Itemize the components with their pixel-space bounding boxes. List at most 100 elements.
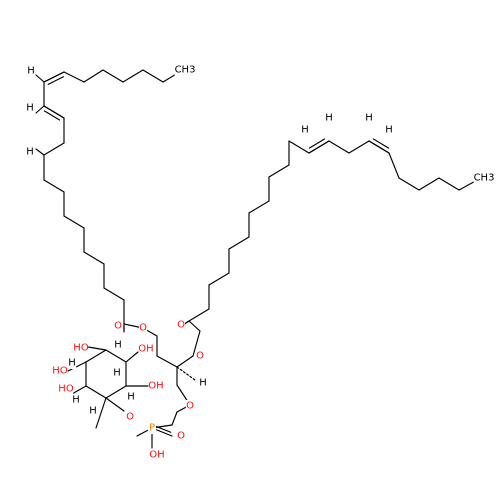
atom-label-ch3-chainA: CH3 — [175, 64, 195, 76]
bond-chain-sn1 — [43, 179, 65, 193]
atom-label-h-chainA-2: H — [25, 102, 35, 114]
atom-label-h-chainA-3: H — [25, 146, 35, 158]
bond-chain-sn1 — [63, 71, 85, 83]
bond-p-o-double-inner — [154, 425, 172, 433]
atom-text-h-chainA-1: H — [27, 66, 35, 77]
bond-ring-ho-4 — [71, 385, 87, 395]
atom-label-ho-ring-4: HO — [58, 383, 74, 395]
bond-chain-sn1 — [83, 251, 105, 265]
bond-inositol-ring — [105, 385, 127, 399]
bond-chain-sn2 — [388, 152, 400, 179]
atom-label-h-chainB-2: H — [324, 112, 334, 124]
atom-text-h-chainA-2: H — [26, 103, 34, 114]
bond-chain-sn1 — [103, 287, 125, 301]
atom-text-h-ring-1: H — [114, 340, 122, 351]
atom-text-o-carbonyl-B: O — [177, 320, 185, 331]
atom-text-h-chainA-3: H — [26, 147, 34, 158]
atom-label-h-chainB-1: H — [300, 124, 310, 136]
bond-chain-sn2 — [228, 236, 250, 250]
bond-inositol-ring — [105, 349, 127, 363]
bond-chain-sn2 — [188, 308, 210, 322]
bond-chain-sn2 — [438, 177, 460, 191]
bond-chain-sn2 — [268, 164, 290, 178]
atom-text-ho-ring-1: HO — [73, 343, 89, 354]
bond-glycerol-h — [176, 366, 196, 381]
atom-text-h-ring-2: H — [113, 368, 121, 379]
atom-label-ho-ring-1: HO — [73, 342, 89, 354]
double-bond-sn1-b-inner — [43, 110, 61, 121]
bond-inositol-ring — [85, 349, 107, 363]
atom-label-h-ring-3: H — [126, 391, 136, 403]
atom-label-oh-ring-3: OH — [148, 380, 164, 392]
atom-label-h-ring-5: H — [67, 357, 77, 369]
bond-inositol-ring — [85, 385, 107, 399]
double-bond-sn1-b — [43, 105, 65, 119]
atom-label-o-carbonyl-B: O — [176, 319, 186, 331]
atom-text-h-chainB-2: H — [325, 113, 333, 124]
double-bond-sn1-a — [43, 71, 65, 83]
bond-chain-sn2 — [248, 200, 270, 214]
atom-text-o-ester-A: O — [139, 323, 147, 334]
atom-label-h-chainA-1: H — [26, 65, 36, 77]
atom-text-o-phosphate-double: O — [177, 431, 185, 442]
atom-text-oh-ring-2: OH — [138, 344, 153, 355]
atom-label-oh-phosphate: OH — [149, 449, 165, 461]
atom-text-h-ring-4: H — [72, 395, 80, 406]
double-bond-sn1-a-inner — [47, 76, 64, 85]
atom-label-o-phosphate-ring: O — [125, 411, 135, 423]
bond-h-chainA-1 — [35, 74, 45, 83]
atom-text-h-chainB-3: H — [365, 113, 373, 124]
bond-chain-sn2 — [328, 140, 350, 154]
bond-ring-oh-2 — [125, 351, 139, 363]
atom-label-h-ring-6: H — [88, 405, 98, 417]
bond-chain-sn1 — [63, 215, 85, 229]
bond-ring-ho-1 — [87, 346, 107, 351]
atom-label-h-glycerol: H — [198, 377, 208, 389]
bond-ring-ho-5 — [67, 361, 87, 372]
bond-ester-B — [192, 330, 201, 357]
atom-label-o-glycerol-3: O — [185, 400, 195, 412]
atom-label-o-ester-B: O — [195, 350, 205, 362]
atom-text-o-glycerol-3: O — [186, 401, 194, 412]
bond-h-chainA-3 — [35, 148, 45, 156]
atom-label-oh-ring-2: OH — [138, 343, 154, 355]
atom-text-h-ring-3: H — [127, 392, 135, 403]
atom-label-h-ring-1: H — [113, 339, 123, 351]
double-bond-sn2-b-inner — [308, 138, 326, 149]
bond-h-chainA-2 — [35, 105, 45, 114]
double-bond-sn2-a-inner — [372, 138, 390, 149]
atom-text-ho-ring-5: HO — [52, 366, 68, 377]
atom-text-o-ester-B: O — [196, 351, 204, 362]
bond-chain-sn2 — [398, 177, 420, 191]
bond-chain-sn2 — [288, 140, 310, 154]
atom-label-h-ring-2: H — [112, 367, 122, 379]
atom-label-p-phosphate: P — [147, 422, 157, 434]
atom-label-o-carbonyl-A: O — [113, 320, 123, 332]
atom-label-ch3-chainB: CH3 — [474, 172, 494, 184]
double-bond-sn2-a — [368, 140, 390, 154]
atom-text-h-chainB-1: H — [301, 125, 309, 136]
atom-label-ho-ring-5: HO — [52, 365, 68, 377]
atom-text-h-glycerol: H — [199, 378, 207, 389]
atom-label-o-ester-A: O — [138, 322, 148, 334]
atom-label-o-phosphate-double: O — [176, 430, 186, 442]
double-bond-sn2-b — [308, 140, 330, 154]
bond-chain-sn1 — [122, 69, 144, 83]
bond-chain-sn2 — [208, 272, 230, 286]
atom-text-oh-phosphate: OH — [149, 450, 164, 461]
atom-label-h-chainB-3: H — [364, 112, 374, 124]
bond-chain-sn1 — [142, 69, 164, 83]
bond-ester-B — [188, 320, 201, 332]
bond-ring-o-p — [105, 397, 125, 412]
bond-glycerol — [176, 355, 194, 368]
atom-text-p-phosphate: P — [149, 423, 155, 434]
bond-chain-sn1 — [43, 142, 65, 156]
bond-phosphate — [171, 411, 178, 426]
bond-chain-sn2 — [348, 140, 370, 154]
bond-chain-sn2 — [418, 177, 440, 191]
atom-label-h-ring-4: H — [71, 394, 81, 406]
bond-glycerol — [156, 355, 178, 368]
atom-text-h-ring-6: H — [89, 406, 97, 417]
